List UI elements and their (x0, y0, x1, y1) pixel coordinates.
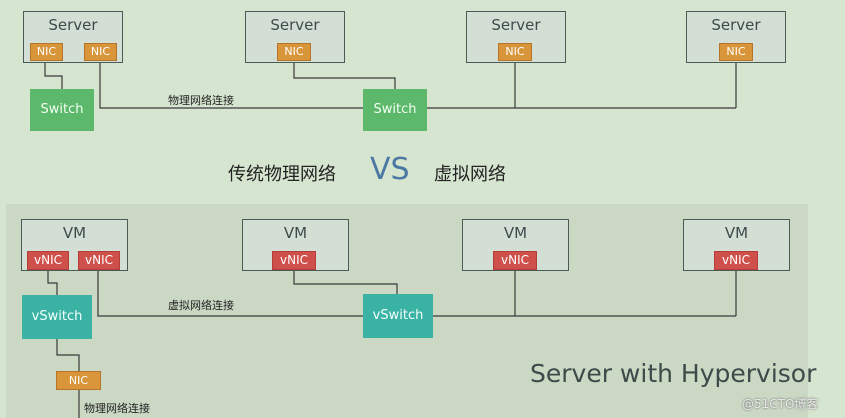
vm-label: VM (283, 224, 308, 242)
virtual-link-label: 虚拟网络连接 (168, 299, 234, 312)
vswitch-box: vSwitch (22, 295, 92, 339)
traditional-network-heading: 传统物理网络 (228, 164, 336, 185)
link-server2-switch (293, 62, 396, 89)
vm-label: VM (724, 224, 749, 242)
server-label: Server (270, 16, 320, 34)
nic-badge: NIC (30, 43, 63, 61)
nic-badge: NIC (84, 43, 117, 61)
link-nic-switch-left (44, 62, 63, 90)
nic-badge: NIC (277, 43, 311, 61)
vm-box: VM (242, 219, 349, 271)
virtual-network-heading: 虚拟网络 (434, 164, 506, 185)
vnic-badge: vNIC (714, 251, 758, 270)
link-vm2-vswitch (293, 270, 398, 294)
watermark: @51CTO博客 (742, 397, 819, 411)
server-label: Server (48, 16, 98, 34)
nic-badge: NIC (719, 43, 753, 61)
nic-badge: NIC (498, 43, 532, 61)
vswitch-box: vSwitch (363, 294, 433, 338)
switch-box: Switch (30, 89, 94, 131)
vnic-badge: vNIC (493, 251, 537, 270)
host-nic-badge: NIC (56, 371, 101, 390)
physical-link-label: 物理网络连接 (168, 94, 234, 107)
hypervisor-title: Server with Hypervisor (530, 359, 817, 388)
link-vswitch-nic (56, 339, 80, 371)
server-label: Server (711, 16, 761, 34)
host-physical-link-label: 物理网络连接 (84, 402, 150, 415)
vnic-badge: vNIC (27, 251, 69, 270)
link-physical-main (99, 62, 363, 109)
vs-label: VS (370, 152, 410, 187)
vnic-badge: vNIC (78, 251, 120, 270)
link-virtual-main (97, 270, 363, 317)
vm-label: VM (503, 224, 528, 242)
vnic-badge: vNIC (272, 251, 316, 270)
server-label: Server (491, 16, 541, 34)
vm-label: VM (62, 224, 87, 242)
link-vnic-vswitch-left (47, 270, 58, 295)
switch-box: Switch (363, 89, 427, 131)
